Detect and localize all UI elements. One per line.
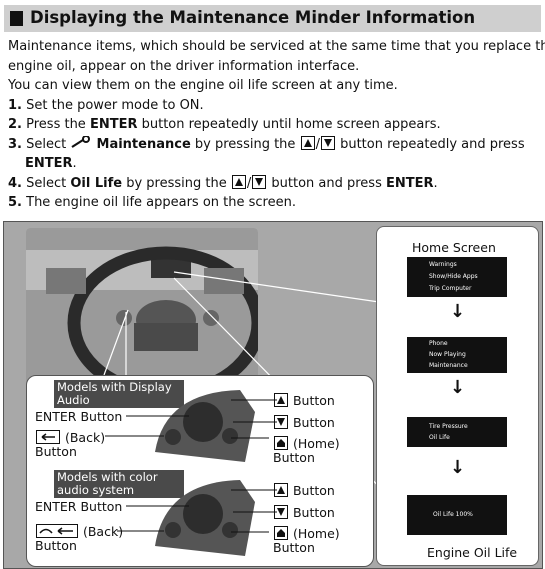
- maintenance-screen-display: Tire Pressure Oil Life: [407, 417, 507, 447]
- oil-life-screen-display: Oil Life 100%: [407, 495, 507, 535]
- home-text: (Home): [292, 436, 340, 451]
- up-button-text: Button: [292, 393, 335, 408]
- step-text: .: [72, 156, 77, 171]
- step-bold: ENTER: [385, 175, 434, 191]
- dashboard-illustration: [26, 228, 258, 396]
- step-text: button repeatedly until home screen appe…: [137, 117, 441, 132]
- up-arrow-icon: [274, 483, 288, 497]
- back-text: (Back): [82, 524, 124, 539]
- steering-controls-callout: Models with Display Audio Models with co…: [26, 375, 374, 567]
- back-button-word-2: Button: [35, 538, 77, 553]
- section-title-bar: Displaying the Maintenance Minder Inform…: [4, 5, 541, 32]
- slash: /: [246, 175, 252, 191]
- back-icon: [36, 430, 60, 444]
- page-title: Displaying the Maintenance Minder Inform…: [30, 8, 476, 27]
- down-arrow-icon: [274, 505, 288, 519]
- step-bold: Oil Life: [70, 175, 123, 191]
- back-text: (Back): [64, 430, 106, 445]
- flow-arrow-2: ↓: [450, 377, 466, 398]
- title-square-icon: [10, 11, 23, 26]
- oil-life-readout: Oil Life 100%: [433, 511, 473, 518]
- step-number: 4.: [8, 175, 22, 191]
- down-arrow-icon: [320, 135, 335, 150]
- phone-back-icon: [36, 524, 78, 538]
- step-number: 2.: [8, 117, 22, 132]
- down-button-label-2: Button: [273, 505, 335, 520]
- enter-button-label-2: ENTER Button: [35, 499, 123, 514]
- down-button-text: Button: [292, 505, 335, 520]
- screen-item: Phone: [429, 340, 448, 347]
- color-audio-tag: Models with color audio system: [54, 470, 184, 498]
- step-text: Set the power mode to ON.: [26, 97, 204, 113]
- step-text: Select: [26, 136, 71, 152]
- up-button-label-1: Button: [273, 393, 335, 408]
- step-number: 1.: [8, 97, 22, 113]
- step-text: Press the: [26, 117, 90, 132]
- step-text: button and press: [267, 175, 386, 191]
- home-icon: [274, 436, 288, 450]
- home-screen-display: Warnings Show/Hide Apps Trip Computer: [407, 257, 507, 297]
- back-label-2: (Back): [35, 524, 123, 539]
- step-4: 4. Select Oil Life by pressing the / but…: [8, 174, 541, 194]
- step-text: by pressing the: [190, 136, 300, 152]
- back-button-word-1: Button: [35, 444, 77, 459]
- step-number: 3.: [8, 136, 22, 152]
- step-bold: Maintenance: [96, 136, 191, 152]
- up-arrow-icon: [300, 135, 315, 150]
- step-bold: ENTER: [89, 117, 138, 132]
- step-5: 5. The engine oil life appears on the sc…: [8, 193, 541, 213]
- slash: /: [315, 136, 320, 152]
- step-bold: ENTER: [25, 156, 73, 171]
- home-text: (Home): [292, 526, 340, 541]
- intro-line-2: engine oil, appear on the driver informa…: [8, 58, 360, 74]
- step-1: 1. Set the power mode to ON.: [8, 96, 541, 116]
- home-button-word-1: Button: [273, 450, 315, 465]
- home-button-word-2: Button: [273, 540, 315, 555]
- up-arrow-icon: [231, 174, 246, 189]
- screen-item: Tire Pressure: [429, 423, 468, 430]
- home-label-1: (Home): [273, 436, 340, 451]
- home-icon: [274, 526, 288, 540]
- display-audio-tag: Models with Display Audio: [54, 380, 184, 408]
- wrench-icon: [70, 134, 92, 152]
- step-3: 3. Select Maintenance by pressing the / …: [8, 134, 541, 155]
- down-arrow-icon: [274, 415, 288, 429]
- screen-item: Trip Computer: [429, 285, 472, 292]
- down-button-label-1: Button: [273, 415, 335, 430]
- flow-arrow-1: ↓: [450, 301, 466, 322]
- up-arrow-icon: [274, 393, 288, 407]
- down-arrow-icon: [252, 174, 267, 189]
- step-3-cont: ENTER.: [8, 154, 541, 174]
- step-text: by pressing the: [122, 175, 231, 191]
- enter-button-label-1: ENTER Button: [35, 409, 123, 424]
- screen-item: Maintenance: [429, 362, 468, 369]
- intro-line-1: Maintenance items, which should be servi…: [8, 39, 545, 54]
- down-button-text: Button: [292, 415, 335, 430]
- screen-item: Now Playing: [429, 351, 466, 358]
- screen-item: Show/Hide Apps: [429, 273, 478, 280]
- step-text: .: [433, 175, 438, 191]
- screen-flow-panel: Home Screen Warnings Show/Hide Apps Trip…: [376, 226, 539, 566]
- engine-oil-life-label: Engine Oil Life: [427, 545, 518, 560]
- step-text: Select: [26, 175, 71, 191]
- home-screen-label: Home Screen: [412, 240, 496, 255]
- screen-item: Oil Life: [429, 434, 450, 441]
- back-label-1: (Back): [35, 430, 105, 445]
- up-button-text: Button: [292, 483, 335, 498]
- step-text: button repeatedly and press: [335, 136, 525, 152]
- flow-arrow-3: ↓: [450, 457, 466, 478]
- screen-item: Warnings: [429, 261, 457, 268]
- step-number: 5.: [8, 195, 22, 210]
- home-label-2: (Home): [273, 526, 340, 541]
- step-2: 2. Press the ENTER button repeatedly unt…: [8, 115, 541, 135]
- menu-screen-display: Phone Now Playing Maintenance: [407, 337, 507, 373]
- up-button-label-2: Button: [273, 483, 335, 498]
- step-text: The engine oil life appears on the scree…: [26, 195, 296, 210]
- instructions: Maintenance items, which should be servi…: [8, 37, 545, 213]
- intro-line-3: You can view them on the engine oil life…: [8, 78, 398, 93]
- diagram-area: Models with Display Audio Models with co…: [3, 221, 543, 569]
